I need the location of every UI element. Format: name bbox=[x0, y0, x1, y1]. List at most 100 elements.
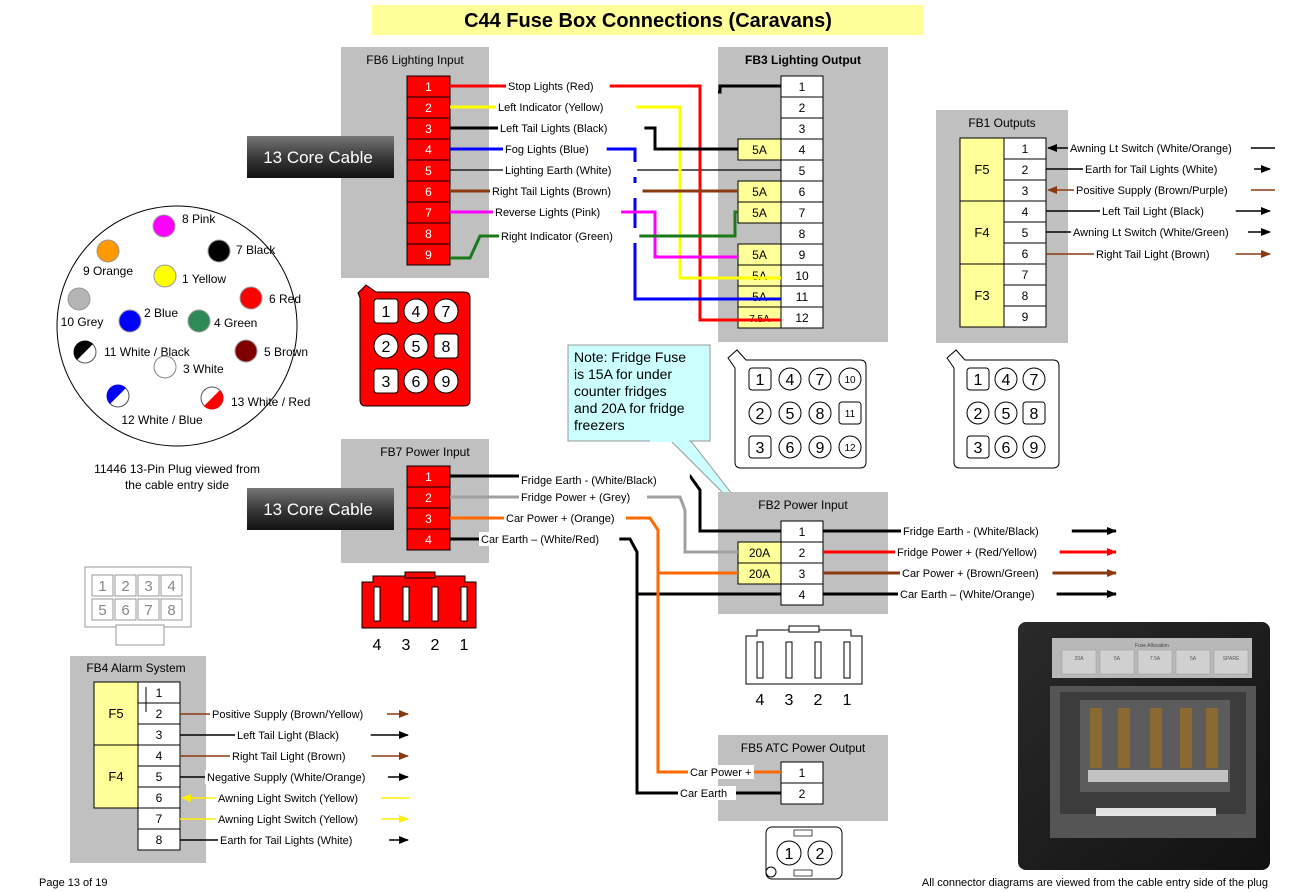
connector-pin-label: 1 bbox=[974, 372, 983, 389]
fb1-pin-number: 2 bbox=[1022, 163, 1029, 177]
wire-label-bg bbox=[895, 545, 1060, 559]
connector-pin-label: 4 bbox=[1002, 372, 1011, 389]
fb2-pin-number: 3 bbox=[799, 567, 806, 581]
connector-pin-label: 2 bbox=[814, 692, 823, 709]
fb3-pin-number: 6 bbox=[799, 185, 806, 199]
wire-label-bg bbox=[1100, 204, 1236, 218]
fb4-wire-label: Awning Light Switch (Yellow) bbox=[218, 814, 358, 826]
photo-label-cell bbox=[1213, 649, 1249, 675]
fb3-pin-number: 8 bbox=[799, 227, 806, 241]
fb3-pin-number: 2 bbox=[799, 101, 806, 115]
connector-pin-square bbox=[838, 401, 862, 425]
plug-pin bbox=[187, 309, 211, 333]
power-wires: Fridge Earth - (White/Black)Fridge Power… bbox=[450, 473, 1117, 800]
plug-caption-line2: the cable entry side bbox=[125, 478, 229, 492]
fb3-pin-number: 1 bbox=[799, 80, 806, 94]
fb1-pin-number: 9 bbox=[1022, 310, 1029, 324]
connector-pin-square bbox=[137, 598, 160, 621]
fb3-fuse-rating: 5A bbox=[752, 269, 767, 283]
note-line: and 20A for fridge bbox=[574, 400, 685, 416]
note-line: Note: Fridge Fuse bbox=[574, 349, 686, 365]
wire-label-bg bbox=[506, 78, 610, 93]
fb6-pin-number: 7 bbox=[425, 206, 432, 220]
fb6-pin-number: 2 bbox=[425, 101, 432, 115]
wire-label-bg bbox=[688, 765, 754, 779]
fb1-wire-label: Left Tail Light (Black) bbox=[1102, 206, 1204, 218]
connector-terminal bbox=[373, 586, 381, 622]
fb6-pin-number: 3 bbox=[425, 122, 432, 136]
fb6-wire-label: Lighting Earth (White) bbox=[505, 165, 611, 177]
connector-pin-label: 2 bbox=[756, 406, 765, 423]
fb4-fuse-group bbox=[93, 744, 139, 809]
connector-pin bbox=[966, 401, 990, 425]
plug-pin-label: 10 Grey bbox=[61, 315, 104, 329]
connector-pin-label: 4 bbox=[373, 637, 382, 654]
fb7-pin-number: 1 bbox=[425, 470, 432, 484]
plug-pin bbox=[118, 309, 142, 333]
fb5-pin-number: 2 bbox=[799, 787, 806, 801]
fb2-fuse-rating: 20A bbox=[749, 567, 770, 581]
connector-pin-label: 7 bbox=[1030, 372, 1039, 389]
photo-label-text: 20A bbox=[1075, 656, 1085, 662]
connector-pin-label: 7 bbox=[816, 372, 825, 389]
plug-pin-label: 3 White bbox=[183, 362, 224, 376]
fb5-title: FB5 ATC Power Output bbox=[741, 741, 866, 755]
connector-pin-square bbox=[91, 574, 114, 597]
connector-pin-label: 4 bbox=[756, 692, 765, 709]
fb7-pin-number: 2 bbox=[425, 491, 432, 505]
fb2-fuse-rating: 20A bbox=[749, 546, 770, 560]
photo-label-cell bbox=[1137, 649, 1173, 675]
fb6-wire-label: Right Indicator (Green) bbox=[501, 231, 613, 243]
plug-pin bbox=[153, 355, 177, 379]
wire-label-bg bbox=[900, 566, 1053, 580]
fb7-wire-label: Fridge Earth - (White/Black) bbox=[521, 475, 657, 487]
title-banner bbox=[372, 5, 924, 35]
connector-pin bbox=[808, 367, 832, 391]
fb1-wire-label: Positive Supply (Brown/Purple) bbox=[1076, 185, 1228, 197]
connector-pin bbox=[433, 368, 459, 394]
connector-pin-label: 6 bbox=[121, 602, 129, 619]
fb1-wires: Awning Lt Switch (White/Orange)Earth for… bbox=[1046, 141, 1275, 261]
connector-pin-square bbox=[160, 574, 183, 597]
connector-pin-label: 6 bbox=[412, 374, 421, 391]
wire-label-bg bbox=[519, 473, 690, 487]
connector-terminal bbox=[814, 641, 822, 679]
photo-label-title: Fuse Allocation bbox=[1135, 643, 1169, 649]
connector-pin bbox=[403, 333, 429, 359]
fb1-pin-number: 3 bbox=[1022, 184, 1029, 198]
fb3-pin-number: 11 bbox=[796, 290, 809, 304]
fb1-title: FB1 Outputs bbox=[968, 116, 1035, 130]
wire-label-bg bbox=[216, 791, 382, 805]
wire-label-bg bbox=[504, 511, 626, 525]
connector-pin-label: 5 bbox=[786, 406, 795, 423]
wire-label-bg bbox=[479, 532, 620, 546]
fb3-fuse-rating: 5A bbox=[752, 185, 767, 199]
wire-label-bg bbox=[498, 120, 645, 135]
connector-pin-label: 1 bbox=[785, 846, 794, 863]
fb1-wire-label: Right Tail Light (Brown) bbox=[1096, 249, 1210, 261]
fb4-pin-number: 6 bbox=[156, 791, 163, 805]
connector-pin-square bbox=[433, 333, 459, 359]
connector-pin-square bbox=[1022, 401, 1046, 425]
connector-pin-square bbox=[114, 574, 137, 597]
connector-pin-label: 10 bbox=[844, 375, 856, 386]
fb1-fuse-group-label: F4 bbox=[974, 225, 989, 240]
plug-pin bbox=[153, 264, 177, 288]
connector-pin-label: 1 bbox=[843, 692, 852, 709]
connector-pin bbox=[994, 435, 1018, 459]
fb5-pins: 12 bbox=[780, 761, 824, 805]
plug-pin bbox=[96, 239, 120, 263]
connector-pin bbox=[838, 367, 862, 391]
note-line: counter fridges bbox=[574, 383, 667, 399]
fb4-pin-number: 1 bbox=[156, 686, 163, 700]
connector-pin-square bbox=[373, 298, 399, 324]
fb3-fuse-rating: 5A bbox=[752, 248, 767, 262]
connector-pin-square bbox=[137, 574, 160, 597]
connector-pin-square bbox=[966, 367, 990, 391]
